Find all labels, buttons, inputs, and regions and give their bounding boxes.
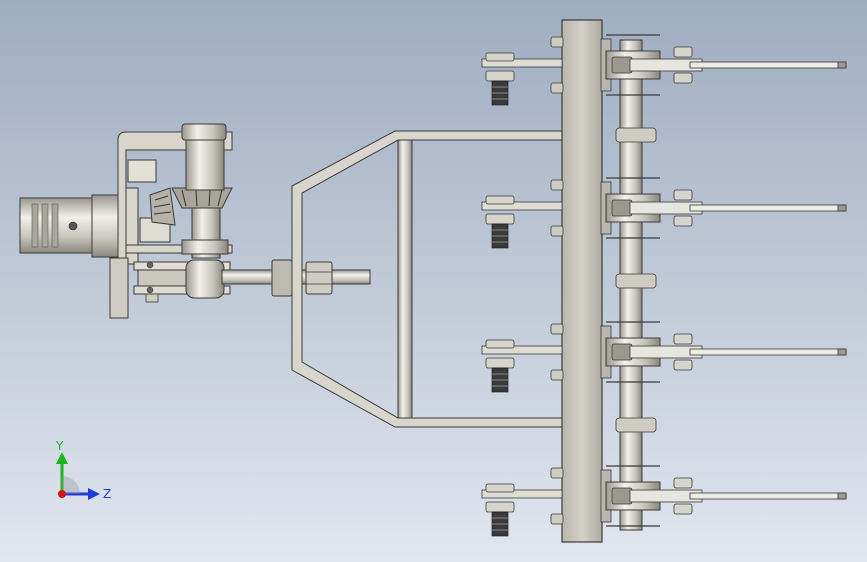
adjust-bolt	[481, 483, 563, 537]
axis-triad[interactable]: Y Z	[46, 436, 126, 516]
adjust-bolt	[481, 52, 563, 106]
sensor-unit-2	[481, 177, 847, 249]
sensor-unit-1	[481, 34, 847, 106]
shaft-collars	[615, 127, 657, 433]
sensor-unit-4	[481, 465, 847, 537]
sensor-unit-3	[481, 321, 847, 393]
trapezoid-frame	[291, 130, 569, 428]
axis-arc-icon	[62, 476, 80, 494]
clevis-joint	[133, 259, 231, 303]
probe-arm	[629, 477, 847, 515]
probe-arm	[629, 333, 847, 371]
probe-arm	[629, 189, 847, 227]
adjust-bolt	[481, 339, 563, 393]
z-axis-label: Z	[103, 487, 111, 501]
y-axis-label: Y	[55, 439, 64, 453]
probe-arm	[629, 46, 847, 84]
mounting-plate	[561, 19, 603, 543]
vertical-drive-shaft	[181, 123, 229, 259]
adjust-bolt	[481, 195, 563, 249]
bevel-gear-pair	[149, 187, 233, 226]
